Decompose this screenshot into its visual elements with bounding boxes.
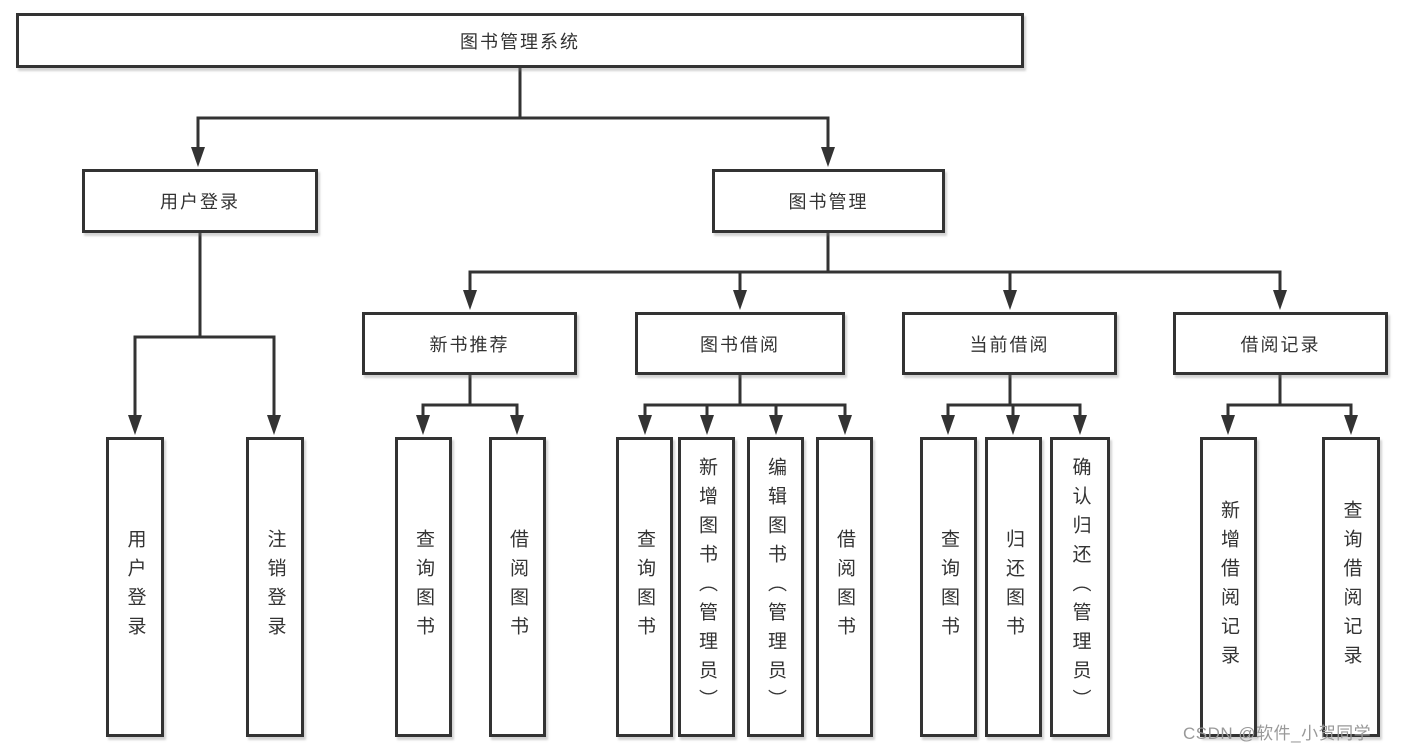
leaf-logout: 注销登录 [246, 437, 304, 737]
node-book-management: 图书管理 [712, 169, 945, 233]
leaf-borrow-books-borrowing: 借阅图书 [816, 437, 873, 737]
node-library-management-system: 图书管理系统 [16, 13, 1024, 68]
leaf-query-books-current: 查询图书 [920, 437, 977, 737]
arrowheads [128, 147, 1358, 435]
node-user-login: 用户登录 [82, 169, 318, 233]
leaf-borrow-books-recommend: 借阅图书 [489, 437, 546, 737]
leaf-query-borrow-record: 查询借阅记录 [1322, 437, 1380, 737]
node-new-book-recommendation: 新书推荐 [362, 312, 577, 375]
watermark: CSDN @软件_小贺同学 [1183, 724, 1372, 743]
leaf-add-borrow-record: 新增借阅记录 [1200, 437, 1257, 737]
leaf-add-book-admin: 新增图书（管理员） [678, 437, 735, 737]
leaf-user-login: 用户登录 [106, 437, 164, 737]
leaf-confirm-return-admin: 确认归还（管理员） [1050, 437, 1110, 737]
leaf-edit-book-admin: 编辑图书（管理员） [747, 437, 804, 737]
leaf-query-books-borrowing: 查询图书 [616, 437, 673, 737]
node-borrowing-records: 借阅记录 [1173, 312, 1388, 375]
leaf-query-books-recommend: 查询图书 [395, 437, 452, 737]
node-current-borrowing: 当前借阅 [902, 312, 1117, 375]
node-book-borrowing: 图书借阅 [635, 312, 845, 375]
leaf-return-books: 归还图书 [985, 437, 1042, 737]
